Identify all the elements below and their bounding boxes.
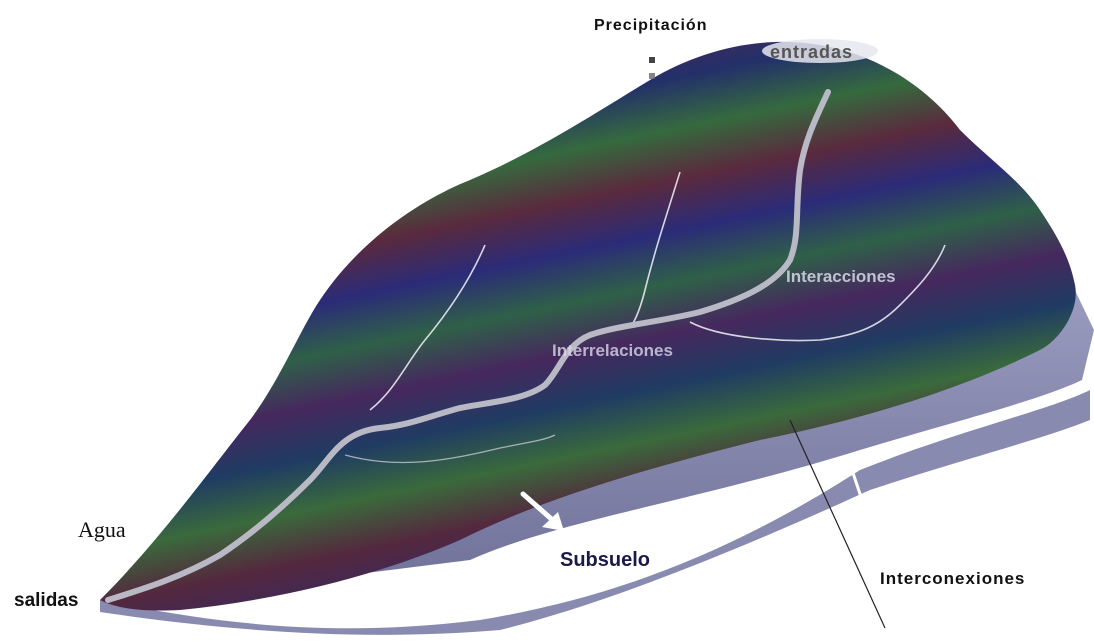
basin-surface [100, 42, 1076, 611]
label-salidas: salidas [14, 590, 78, 611]
label-agua: Agua [78, 517, 126, 542]
label-interconexiones: Interconexiones [880, 569, 1025, 588]
label-precipitacion: Precipitación [594, 17, 707, 34]
precipitation-marker [649, 73, 655, 79]
label-interrelaciones: Interrelaciones [552, 341, 673, 360]
label-entradas: entradas [770, 42, 853, 62]
precipitation-marker [649, 57, 655, 63]
label-subsuelo: Subsuelo [560, 549, 650, 571]
label-interacciones: Interacciones [786, 267, 896, 286]
